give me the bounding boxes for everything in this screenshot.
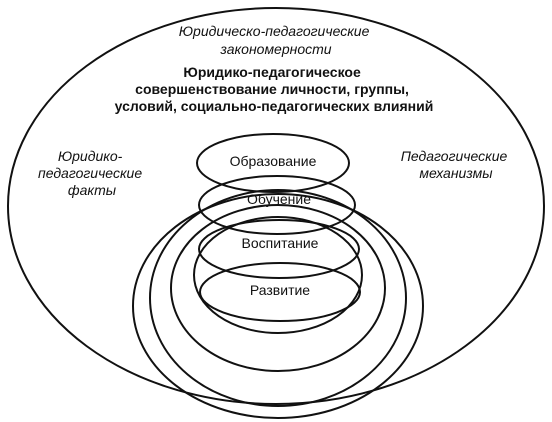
label-obuchenie: Обучение bbox=[247, 191, 311, 207]
oval-vospitanie bbox=[198, 219, 360, 279]
nested-circle-2 bbox=[170, 204, 386, 372]
top-label: Юридичеcко-педагогические закономерности bbox=[179, 23, 374, 57]
oval-obuchenie bbox=[198, 175, 356, 235]
outer-oval bbox=[7, 7, 545, 405]
oval-razvitie bbox=[199, 262, 361, 322]
nested-circle-4 bbox=[132, 193, 424, 419]
center-title: Юридико-педагогическое совершенствование… bbox=[115, 64, 434, 114]
right-label: Педагогические механизмы bbox=[401, 148, 511, 181]
oval-obrazovanie bbox=[196, 133, 350, 193]
label-vospitanie: Воспитание bbox=[242, 235, 319, 251]
left-label: Юридико- педагогические факты bbox=[38, 148, 146, 198]
label-razvitie: Развитие bbox=[250, 282, 310, 298]
label-obrazovanie: Образование bbox=[230, 153, 317, 169]
nested-circle-3 bbox=[149, 189, 407, 407]
nested-circle-1 bbox=[193, 216, 363, 334]
